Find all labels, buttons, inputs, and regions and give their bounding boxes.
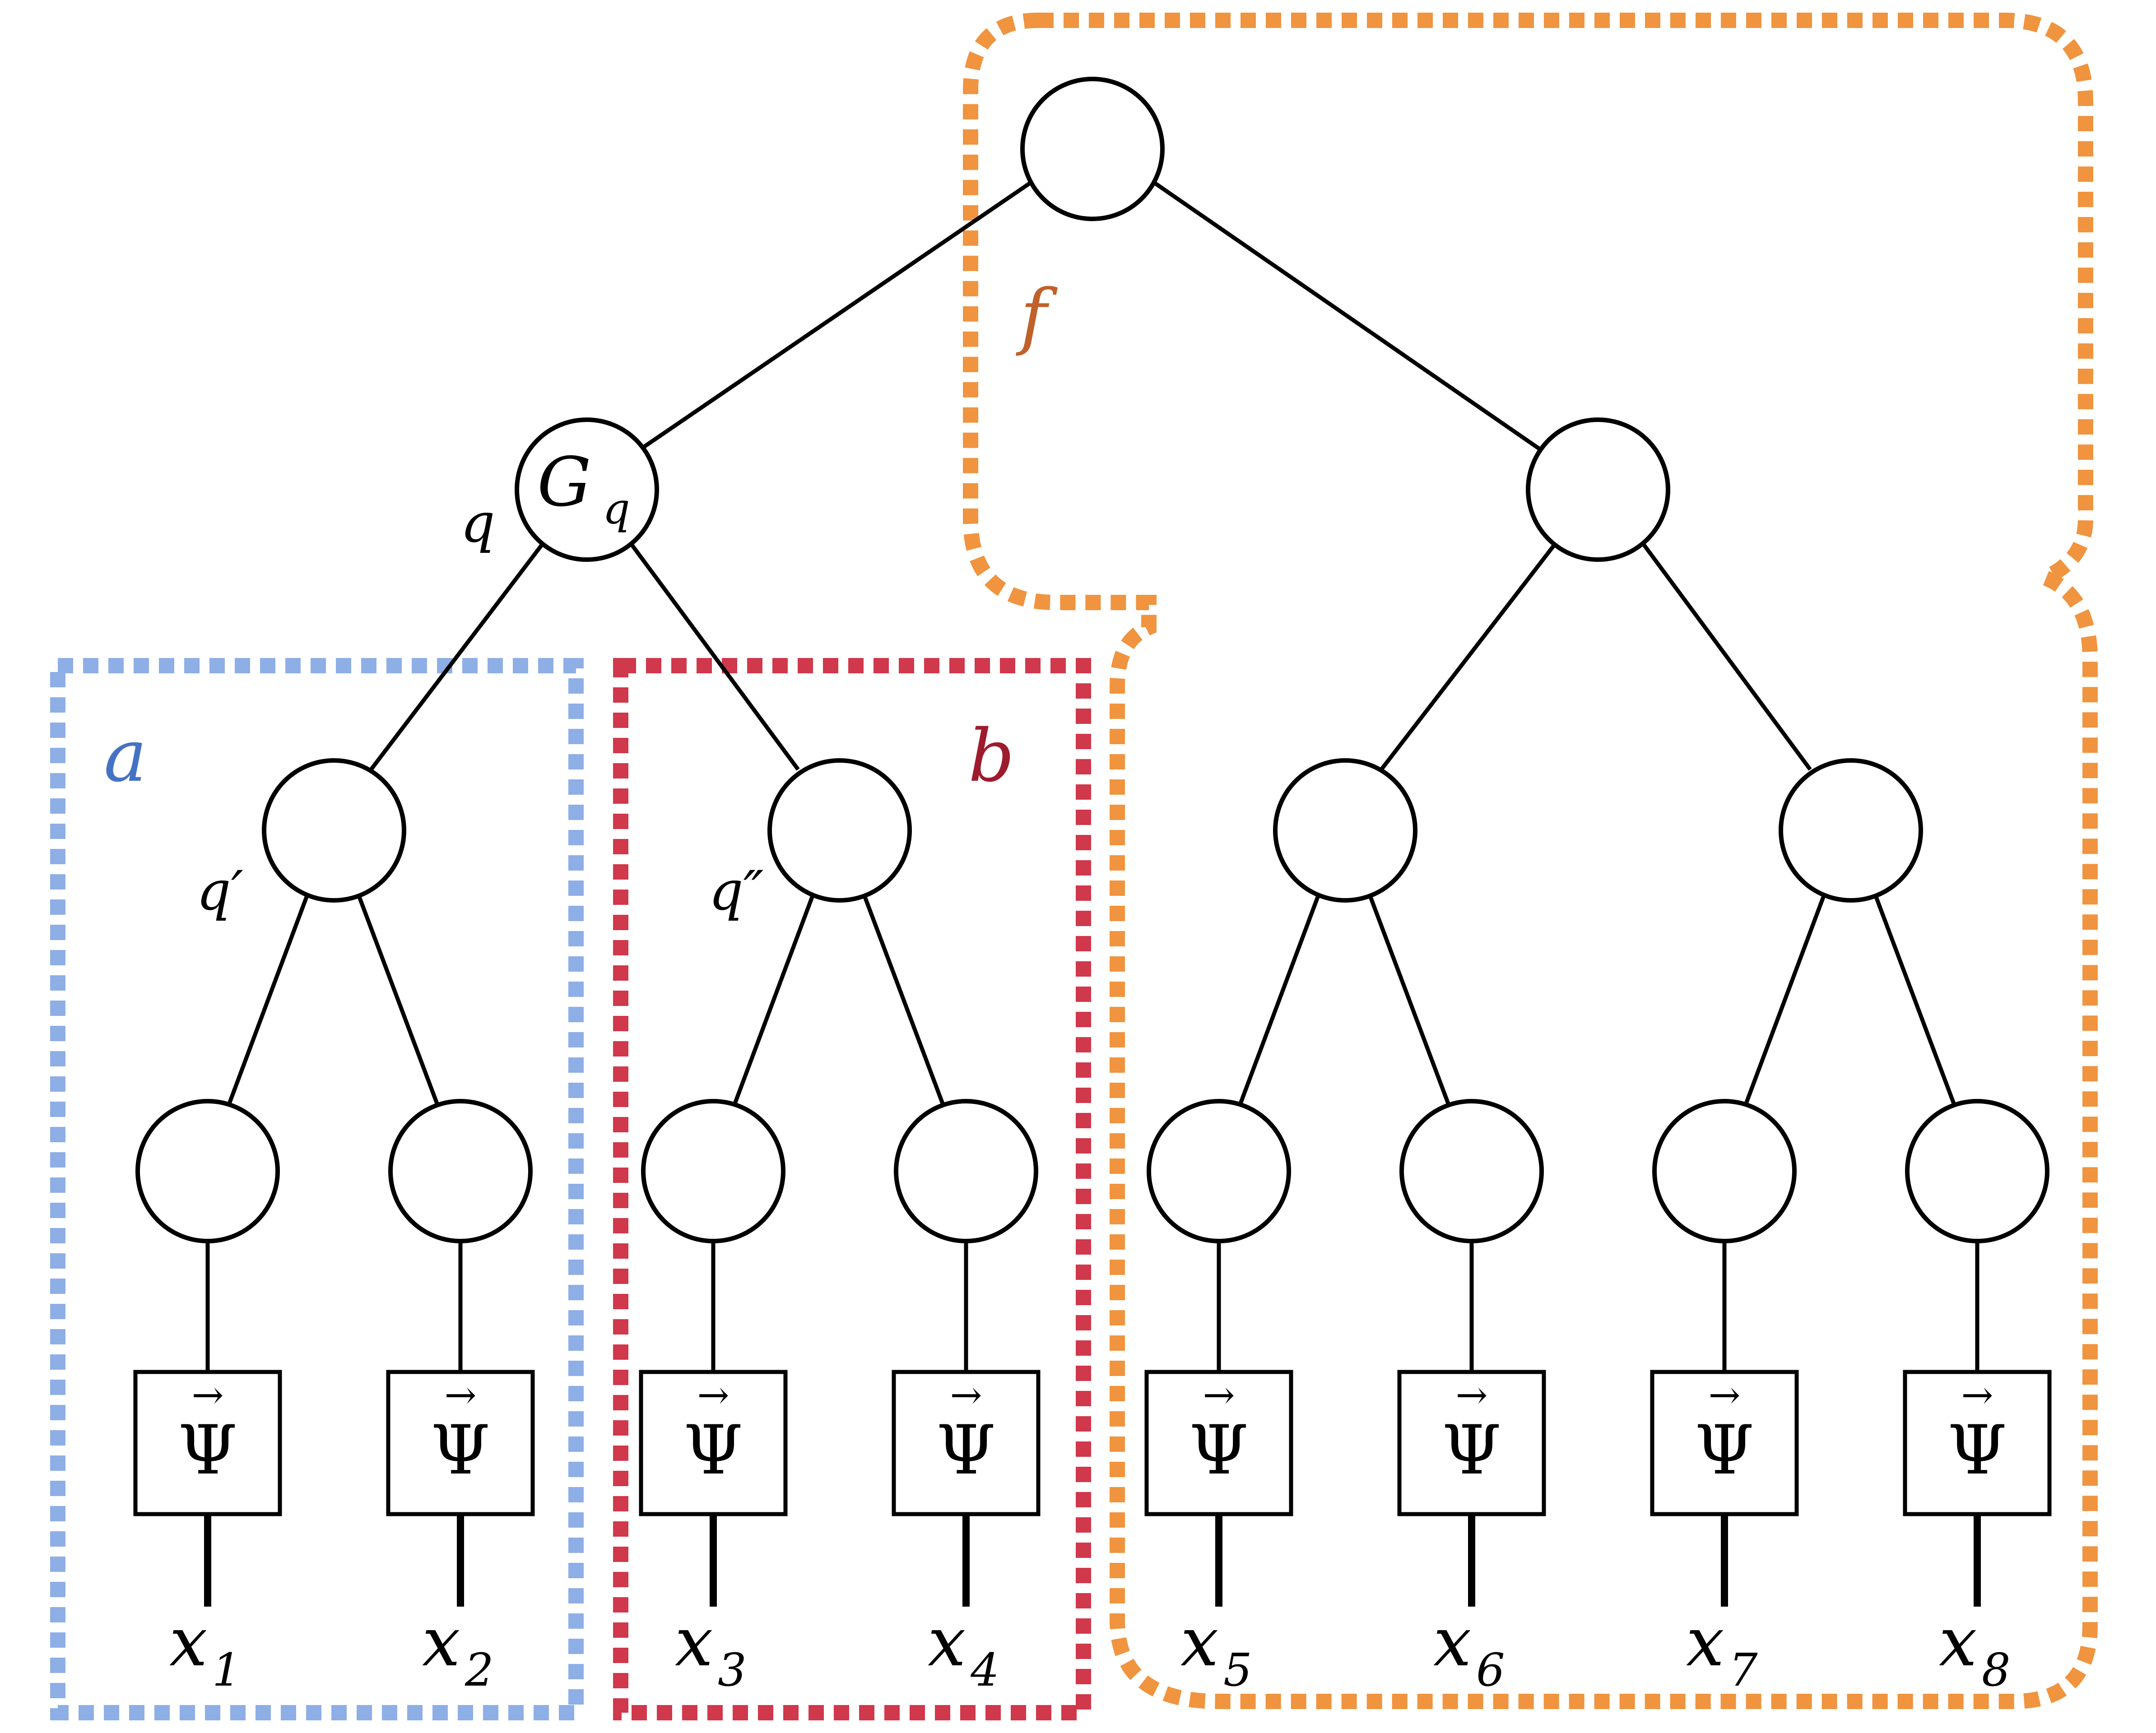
level2-node-4 — [1779, 758, 1923, 903]
leaf-node-2 — [388, 1099, 533, 1243]
svg-text:Ψ: Ψ — [1442, 1411, 1501, 1490]
feature-box-6: Ψ → — [1397, 1370, 1546, 1516]
leaf-node-3 — [641, 1099, 785, 1243]
leaf-node-6 — [1399, 1099, 1544, 1243]
tree-edges — [227, 179, 1956, 1104]
edge-root-right — [1150, 179, 1544, 453]
feature-box-4: Ψ → — [892, 1370, 1041, 1516]
svg-text:x: x — [1939, 1603, 1977, 1682]
svg-text:G: G — [537, 443, 591, 522]
svg-text:Ψ: Ψ — [936, 1411, 996, 1490]
svg-text:x: x — [1180, 1603, 1219, 1682]
level2-node-1 — [262, 758, 406, 903]
region-label-a: a — [104, 714, 147, 798]
region-label-b: b — [968, 714, 1014, 798]
input-labels: x 1 x 2 x 3 x 4 x 5 x 6 x 7 x 8 — [169, 1603, 2011, 1696]
edge-l3-leaf6 — [1368, 895, 1450, 1104]
edge-l4-leaf8 — [1873, 895, 1956, 1104]
edge-l1-leaf2 — [357, 895, 439, 1104]
gate-node-gq — [515, 417, 659, 562]
leaf-node-5 — [1147, 1099, 1291, 1243]
svg-text:→: → — [950, 1373, 982, 1418]
edge-l4-leaf7 — [1744, 895, 1826, 1104]
feature-box-5: Ψ → — [1144, 1370, 1293, 1516]
svg-text:Ψ: Ψ — [1189, 1411, 1249, 1490]
edge-l3-leaf5 — [1238, 895, 1320, 1104]
svg-text:Ψ: Ψ — [1947, 1411, 2007, 1490]
region-label-f: f — [1016, 273, 1058, 358]
input-label-5: x 5 — [1180, 1603, 1252, 1696]
svg-text:q: q — [603, 484, 630, 534]
feature-box-3: Ψ → — [639, 1370, 788, 1516]
feature-map-boxes: Ψ → Ψ → Ψ → Ψ → Ψ → Ψ → Ψ — [133, 1370, 2052, 1516]
level2-node-2 — [767, 758, 912, 903]
tree-nodes — [135, 77, 2049, 1243]
leaf-node-7 — [1652, 1099, 1797, 1243]
edge-label-q: q — [460, 492, 495, 555]
svg-text:6: 6 — [1476, 1644, 1505, 1696]
leaf-node-1 — [135, 1099, 280, 1243]
svg-text:Ψ: Ψ — [683, 1411, 743, 1490]
feature-box-1: Ψ → — [133, 1370, 282, 1516]
svg-text:2: 2 — [465, 1644, 494, 1696]
leaf-node-4 — [894, 1099, 1038, 1243]
svg-text:7: 7 — [1729, 1644, 1758, 1696]
region-b-outline — [613, 658, 1091, 1720]
svg-text:x: x — [1433, 1603, 1472, 1682]
region-f-outline — [963, 13, 2098, 1709]
input-label-4: x 4 — [928, 1603, 999, 1696]
svg-text:→: → — [444, 1373, 476, 1418]
input-label-6: x 6 — [1433, 1603, 1505, 1696]
svg-text:→: → — [191, 1373, 223, 1418]
svg-text:→: → — [697, 1373, 729, 1418]
edge-r-l4 — [1641, 542, 1812, 771]
root-node — [1020, 77, 1165, 221]
svg-text:→: → — [1961, 1373, 1993, 1418]
input-label-1: x 1 — [169, 1603, 241, 1696]
feature-box-7: Ψ → — [1650, 1370, 1799, 1516]
input-label-3: x 3 — [675, 1603, 747, 1696]
edge-label-q-double-prime: q″ — [709, 860, 764, 922]
input-leads — [204, 1514, 1981, 1607]
svg-text:5: 5 — [1223, 1644, 1252, 1696]
svg-text:Ψ: Ψ — [178, 1411, 237, 1490]
input-label-7: x 7 — [1686, 1603, 1758, 1696]
gate-label: G q — [537, 443, 630, 534]
input-label-8: x 8 — [1939, 1603, 2011, 1696]
svg-text:Ψ: Ψ — [431, 1411, 490, 1490]
edge-gq-l1 — [369, 542, 544, 771]
region-a-outline — [50, 658, 584, 1720]
feature-box-2: Ψ → — [386, 1370, 535, 1516]
svg-text:x: x — [675, 1603, 713, 1682]
svg-text:x: x — [169, 1603, 208, 1682]
svg-text:→: → — [1203, 1373, 1235, 1418]
svg-text:x: x — [422, 1603, 460, 1682]
input-label-2: x 2 — [422, 1603, 494, 1696]
svg-text:→: → — [1708, 1373, 1740, 1418]
svg-text:4: 4 — [970, 1644, 999, 1696]
svg-text:x: x — [928, 1603, 966, 1682]
edge-l2-leaf4 — [862, 895, 945, 1104]
svg-text:3: 3 — [718, 1644, 747, 1696]
level2-node-3 — [1273, 758, 1417, 903]
right-subtree-node — [1526, 417, 1670, 562]
svg-text:→: → — [1455, 1373, 1487, 1418]
svg-text:Ψ: Ψ — [1695, 1411, 1754, 1490]
edge-l2-leaf3 — [733, 895, 815, 1104]
svg-text:x: x — [1686, 1603, 1724, 1682]
feature-box-8: Ψ → — [1903, 1370, 2052, 1516]
stems — [205, 1243, 1979, 1372]
svg-text:1: 1 — [212, 1644, 241, 1696]
edge-r-l3 — [1380, 542, 1557, 771]
svg-text:8: 8 — [1982, 1644, 2011, 1696]
edge-gq-l2 — [629, 542, 800, 771]
edge-label-q-prime: q′ — [196, 860, 243, 922]
edge-l1-leaf1 — [227, 895, 309, 1104]
leaf-node-8 — [1905, 1099, 2049, 1243]
edge-root-gq — [636, 179, 1035, 453]
